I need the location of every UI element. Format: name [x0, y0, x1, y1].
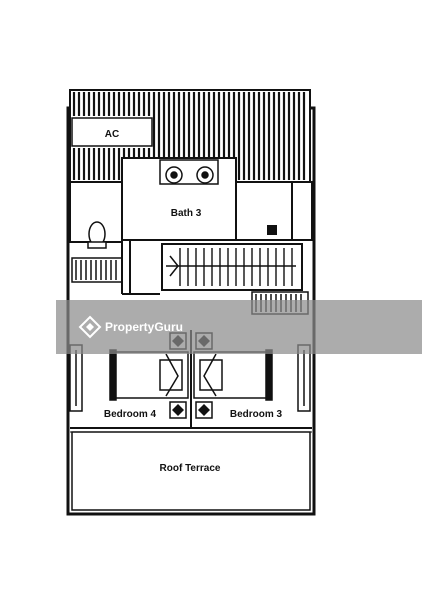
bedroom-4-label: Bedroom 4 [104, 409, 157, 420]
window-right [297, 344, 311, 412]
left-railing [71, 257, 123, 283]
window-left [69, 344, 83, 412]
toilet-icon [87, 221, 107, 249]
bath-3-label: Bath 3 [171, 208, 202, 219]
bedside-lamp-icon [172, 404, 184, 416]
ac-ledge: AC [71, 117, 153, 147]
bed-bedroom-4 [109, 349, 189, 401]
watermark: PropertyGuru [56, 300, 422, 354]
propertyguru-logo-icon [78, 315, 102, 339]
corridor-walls [121, 240, 160, 295]
bath-3: Bath 3 [121, 157, 237, 241]
basin-icon [165, 166, 214, 184]
roof-terrace: Roof Terrace [70, 427, 312, 511]
watermark-text: PropertyGuru [105, 320, 183, 334]
roof-terrace-label: Roof Terrace [160, 463, 221, 474]
bedroom-3-label: Bedroom 3 [230, 409, 283, 420]
bedside-lamp-icon [198, 404, 210, 416]
ac-label: AC [105, 129, 119, 140]
bed-bedroom-3 [193, 349, 273, 401]
right-upper-room [235, 181, 313, 241]
staircase [161, 243, 303, 291]
